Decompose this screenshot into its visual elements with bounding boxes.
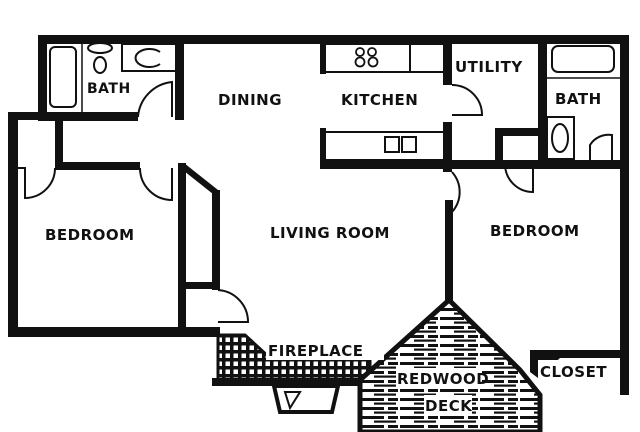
redwood-deck	[357, 296, 543, 432]
room-label-bath-right: BATH	[555, 90, 602, 108]
room-label-redwood-deck-line2: DECK	[425, 397, 473, 415]
right-bath	[546, 45, 620, 164]
room-label-living-room: LIVING ROOM	[270, 224, 390, 242]
room-label-dining: DINING	[218, 91, 282, 109]
left-bedroom-walls	[18, 117, 250, 333]
room-label-utility: UTILITY	[455, 58, 523, 76]
utility	[443, 35, 547, 213]
room-label-kitchen: KITCHEN	[341, 91, 418, 109]
room-label-bedroom-right: BEDROOM	[490, 222, 580, 240]
room-label-redwood-deck-line1: REDWOOD	[397, 370, 489, 388]
room-label-closet: CLOSET	[540, 363, 607, 381]
room-label-fireplace: FIREPLACE	[268, 342, 364, 360]
left-bath	[38, 35, 184, 121]
room-label-bath-left: BATH	[87, 81, 131, 97]
right-bedroom-walls	[445, 200, 620, 378]
sink-icon	[384, 136, 417, 153]
stove-burners-icon	[354, 47, 379, 68]
kitchen	[320, 43, 620, 169]
room-label-bedroom-left: BEDROOM	[45, 226, 135, 244]
exterior-walls	[8, 35, 629, 395]
